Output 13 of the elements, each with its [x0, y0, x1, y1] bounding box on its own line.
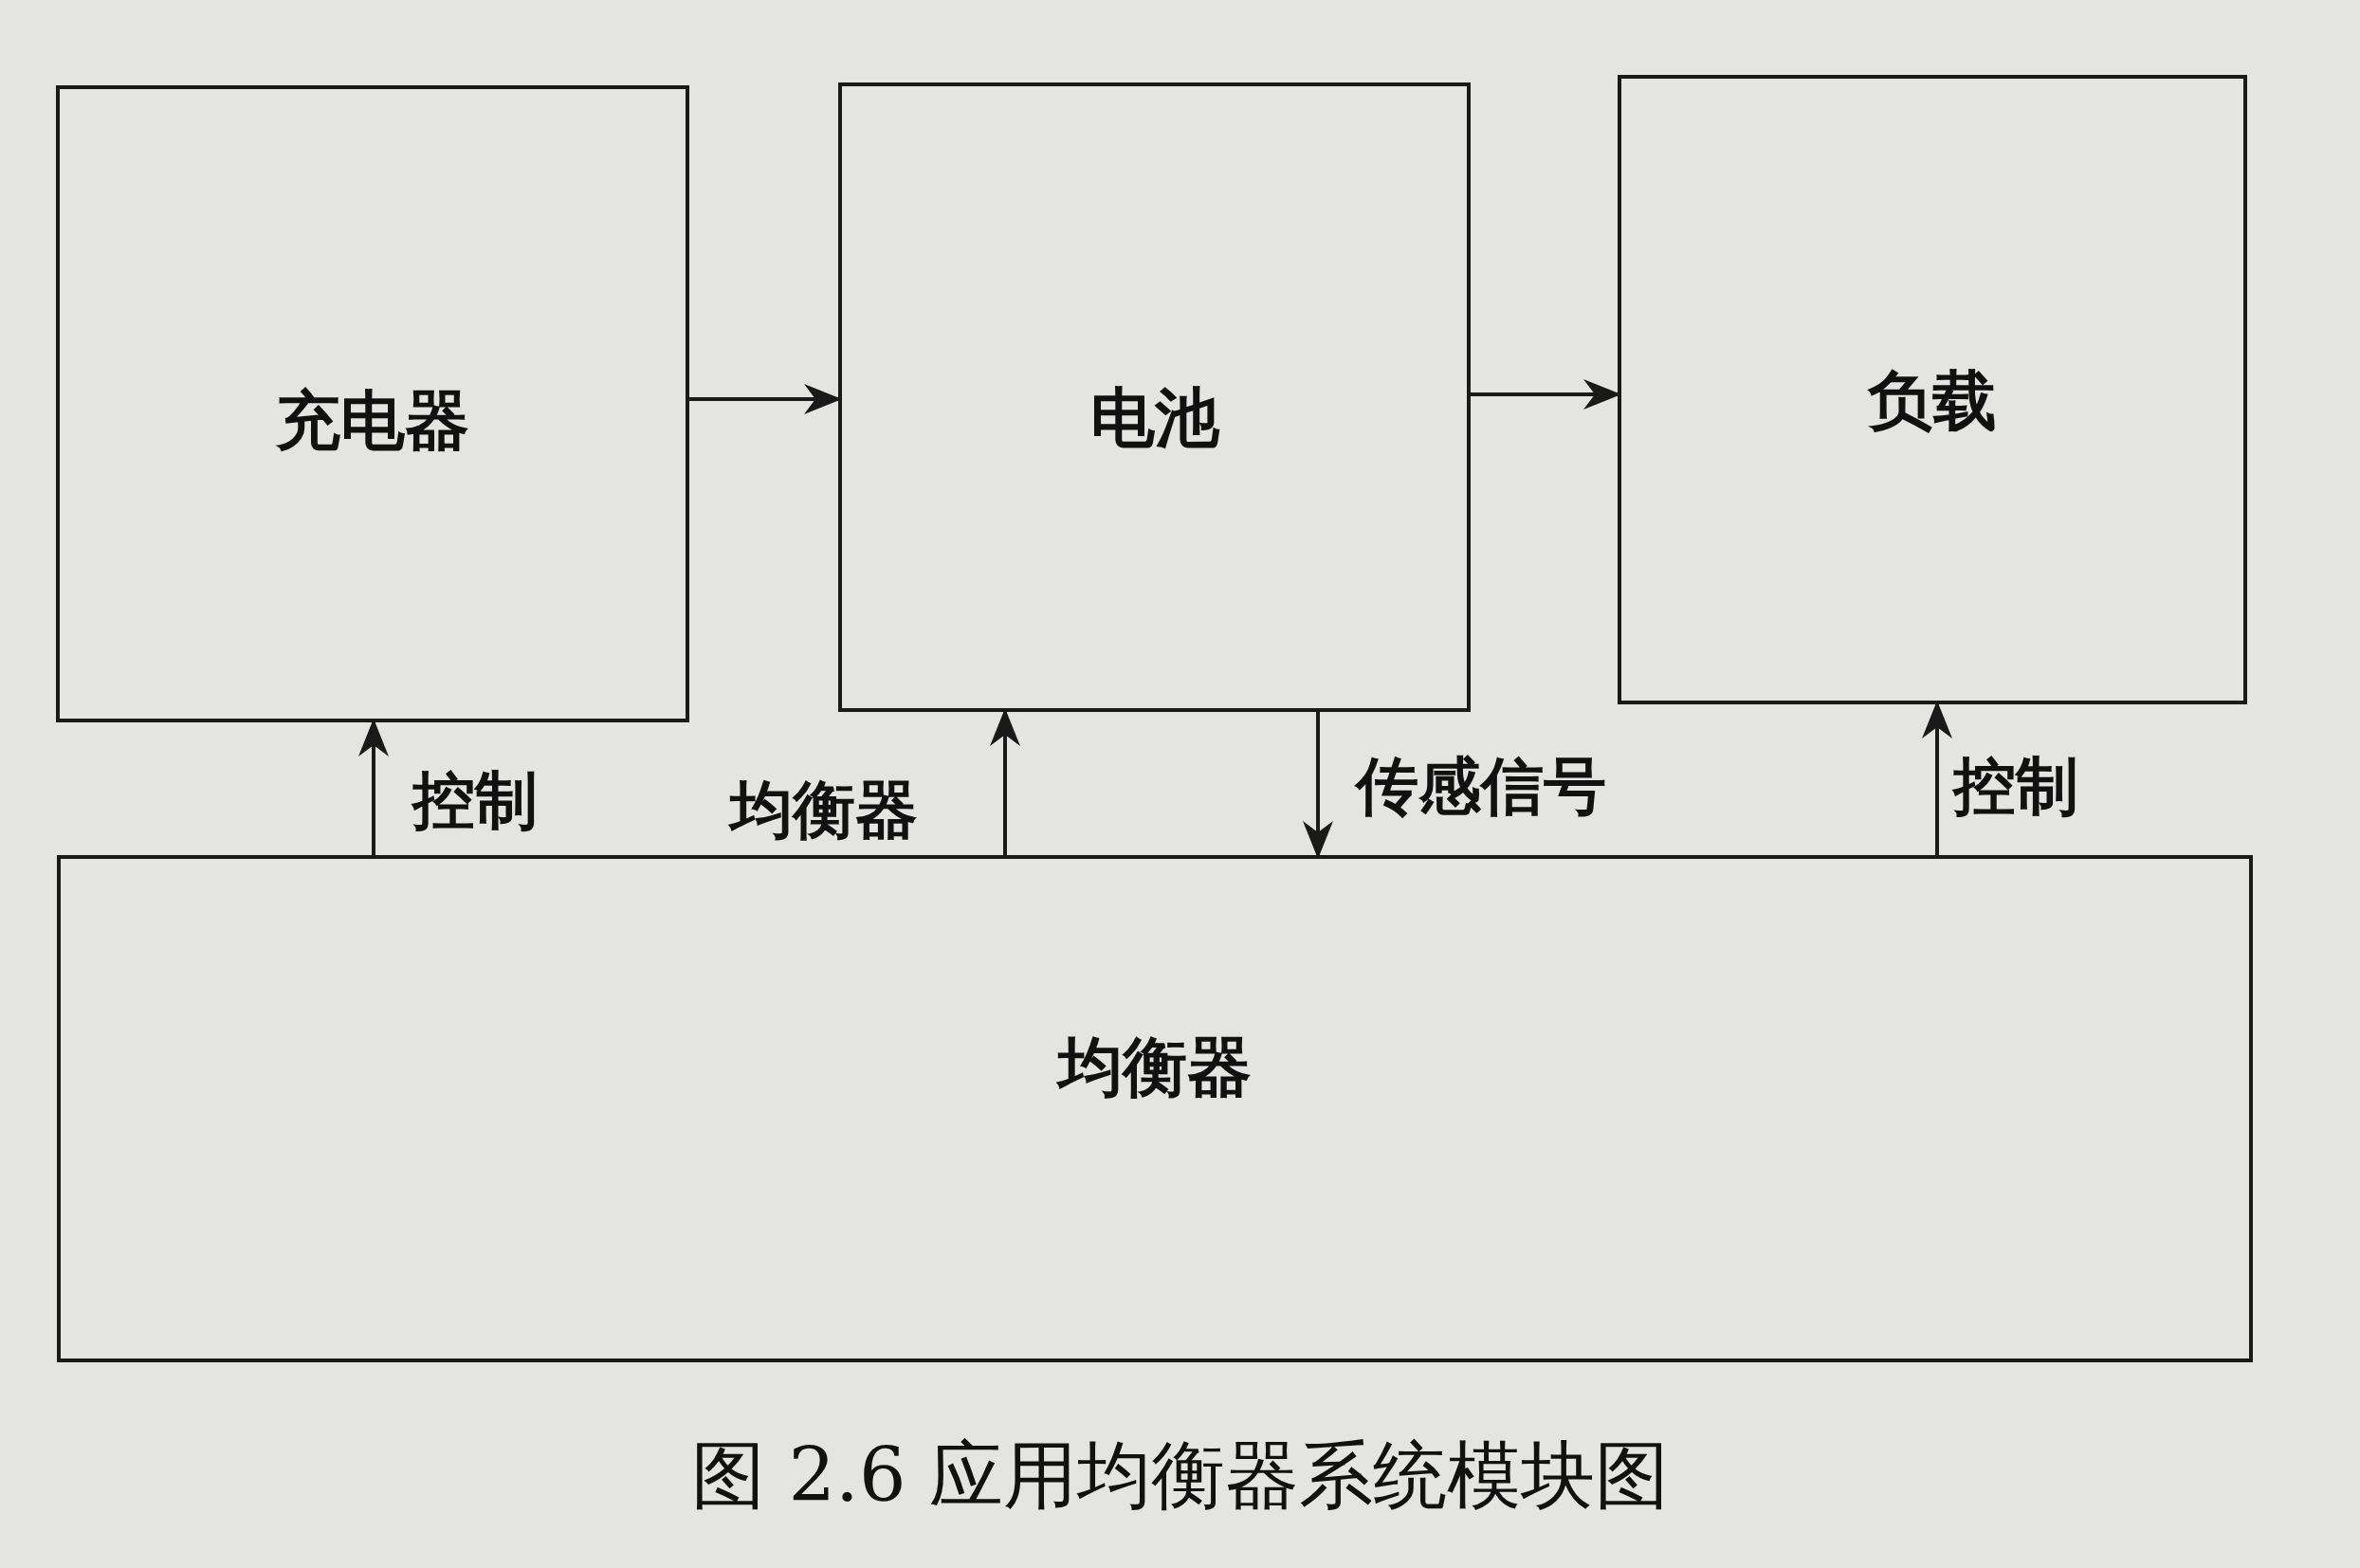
block-box [56, 85, 689, 722]
block-label: 充电器 [275, 381, 470, 460]
block-label: 均衡器 [1055, 1028, 1253, 1106]
block-box [838, 82, 1471, 712]
edge-label: 均衡器 [730, 772, 918, 848]
edge-label: 控制 [1953, 748, 2078, 825]
block-label: 电池 [1089, 378, 1221, 457]
block-label: 负载 [1866, 361, 1998, 440]
block-box [1618, 75, 2247, 704]
block-box [57, 855, 2253, 1362]
figure-caption: 图 2.6 应用均衡器系统模块图 [689, 1431, 1671, 1520]
edge-label: 传感信号 [1356, 748, 1606, 825]
edge-label: 控制 [412, 762, 538, 839]
